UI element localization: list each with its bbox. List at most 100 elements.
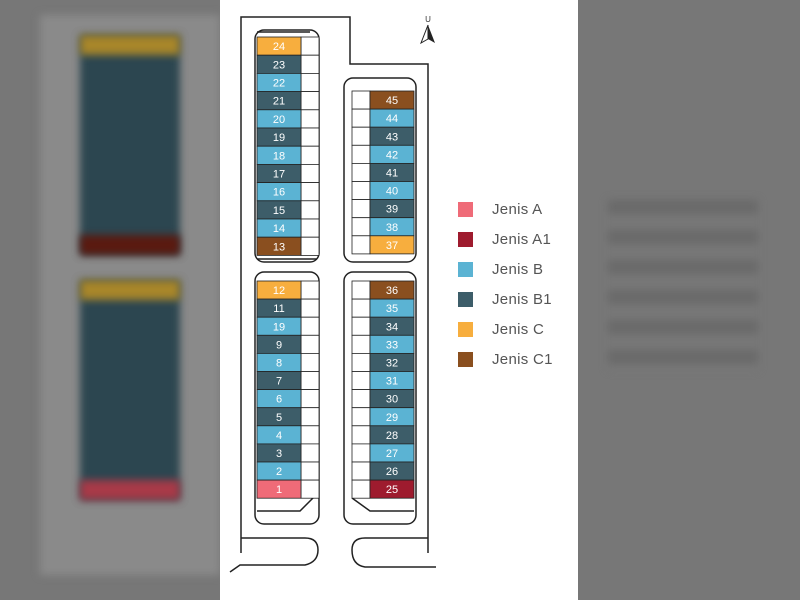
- lot-42[interactable]: 42: [351, 144, 415, 164]
- lot-number: 20: [273, 114, 285, 126]
- lot-number: 6: [276, 394, 282, 406]
- lot-yard: [351, 443, 371, 463]
- lot-40[interactable]: 40: [351, 181, 415, 201]
- lot-number: 36: [386, 285, 398, 297]
- lot-number: 26: [386, 466, 398, 478]
- legend-swatch: [458, 351, 473, 367]
- lot-3[interactable]: 3: [256, 443, 320, 463]
- lot-33[interactable]: 33: [351, 334, 415, 354]
- lot-37[interactable]: 37: [351, 235, 415, 255]
- lot-number: 44: [386, 113, 398, 125]
- lot-6[interactable]: 6: [256, 389, 320, 409]
- lot-number: 14: [273, 223, 285, 235]
- lot-yard: [351, 371, 371, 391]
- lot-number: 8: [276, 357, 282, 369]
- lot-yard: [351, 479, 371, 499]
- legend-label: Jenis C1: [492, 350, 553, 368]
- lot-yard: [300, 352, 320, 372]
- lot-number: 5: [276, 412, 282, 424]
- lot-number: 16: [273, 187, 285, 199]
- lot-number: 37: [386, 240, 398, 252]
- lot-19[interactable]: 19: [256, 316, 320, 336]
- lot-26[interactable]: 26: [351, 461, 415, 481]
- lot-yard: [300, 280, 320, 300]
- lot-24[interactable]: 24: [256, 36, 320, 56]
- lot-15[interactable]: 15: [256, 200, 320, 220]
- legend-label: Jenis A1: [492, 230, 552, 248]
- lot-1[interactable]: 1: [256, 479, 320, 499]
- lot-30[interactable]: 30: [351, 389, 415, 409]
- lot-45[interactable]: 45: [351, 90, 415, 110]
- lot-yard: [300, 236, 320, 256]
- lot-number: 41: [386, 167, 398, 179]
- lot-16[interactable]: 16: [256, 182, 320, 202]
- compass: U: [420, 15, 435, 45]
- lot-yard: [351, 316, 371, 336]
- lot-20[interactable]: 20: [256, 109, 320, 129]
- lot-number: 27: [386, 448, 398, 460]
- legend-swatch: [458, 321, 473, 337]
- legend-label: Jenis A: [492, 200, 543, 218]
- lot-yard: [351, 461, 371, 481]
- lot-number: 45: [386, 95, 398, 107]
- lot-yard: [300, 479, 320, 499]
- lot-44[interactable]: 44: [351, 108, 415, 128]
- lot-35[interactable]: 35: [351, 298, 415, 318]
- lot-yard: [300, 389, 320, 409]
- lot-yard: [300, 73, 320, 93]
- lot-number: 3: [276, 448, 282, 460]
- lot-number: 18: [273, 150, 285, 162]
- lot-yard: [300, 36, 320, 56]
- lot-yard: [300, 109, 320, 129]
- lot-29[interactable]: 29: [351, 407, 415, 427]
- lot-yard: [351, 108, 371, 128]
- lot-5[interactable]: 5: [256, 407, 320, 427]
- compass-label: U: [425, 15, 431, 24]
- legend-swatch: [458, 261, 473, 277]
- lot-32[interactable]: 32: [351, 352, 415, 372]
- lot-23[interactable]: 23: [256, 54, 320, 74]
- legend-label: Jenis B: [492, 260, 544, 278]
- lot-14[interactable]: 14: [256, 218, 320, 238]
- lot-yard: [351, 235, 371, 255]
- lot-22[interactable]: 22: [256, 73, 320, 93]
- lot-8[interactable]: 8: [256, 352, 320, 372]
- lot-yard: [300, 91, 320, 111]
- lot-yard: [351, 425, 371, 445]
- legend-item: Jenis B: [458, 260, 544, 278]
- lot-17[interactable]: 17: [256, 163, 320, 183]
- lot-28[interactable]: 28: [351, 425, 415, 445]
- lot-38[interactable]: 38: [351, 217, 415, 237]
- lot-11[interactable]: 11: [256, 298, 320, 318]
- lot-yard: [351, 407, 371, 427]
- lot-27[interactable]: 27: [351, 443, 415, 463]
- lot-4[interactable]: 4: [256, 425, 320, 445]
- legend-item: Jenis C: [458, 321, 544, 338]
- lot-39[interactable]: 39: [351, 199, 415, 219]
- lot-number: 7: [276, 376, 282, 388]
- lot-43[interactable]: 43: [351, 126, 415, 146]
- lot-2[interactable]: 2: [256, 461, 320, 481]
- lot-7[interactable]: 7: [256, 371, 320, 391]
- lot-21[interactable]: 21: [256, 91, 320, 111]
- lot-yard: [300, 461, 320, 481]
- lot-18[interactable]: 18: [256, 145, 320, 165]
- lot-19[interactable]: 19: [256, 127, 320, 147]
- lot-yard: [300, 200, 320, 220]
- lot-number: 17: [273, 169, 285, 181]
- lot-number: 33: [386, 339, 398, 351]
- lot-number: 31: [386, 376, 398, 388]
- lot-36[interactable]: 36: [351, 280, 415, 300]
- lot-34[interactable]: 34: [351, 316, 415, 336]
- lot-13[interactable]: 13: [256, 236, 320, 256]
- lot-number: 9: [276, 339, 282, 351]
- lot-fill: [369, 235, 415, 255]
- lot-yard: [300, 54, 320, 74]
- lot-yard: [351, 352, 371, 372]
- lot-9[interactable]: 9: [256, 334, 320, 354]
- lot-25[interactable]: 25: [351, 479, 415, 499]
- lot-12[interactable]: 12: [256, 280, 320, 300]
- lot-31[interactable]: 31: [351, 371, 415, 391]
- lot-41[interactable]: 41: [351, 162, 415, 182]
